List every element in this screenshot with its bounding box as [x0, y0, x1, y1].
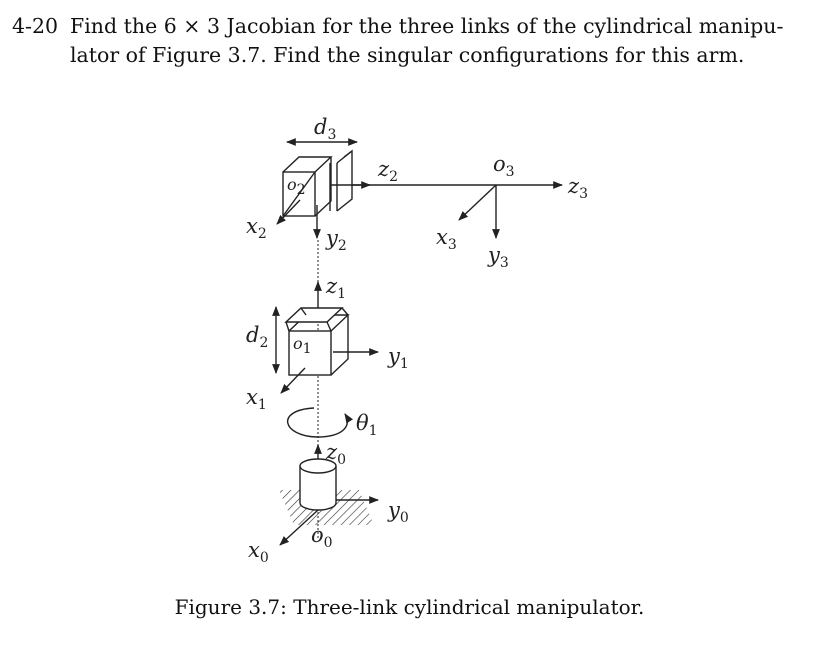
- theta1-rotation-arrow: [286, 407, 354, 438]
- label-y0: y0: [387, 498, 409, 526]
- label-z1: z1: [325, 274, 346, 302]
- label-z2: z2: [377, 157, 398, 185]
- label-d3: d3: [314, 115, 336, 143]
- label-y2: y2: [325, 226, 347, 254]
- link2-cube: [284, 307, 350, 376]
- label-z3: z3: [567, 174, 588, 202]
- label-x2: x2: [246, 214, 267, 242]
- label-o2: o2: [287, 175, 306, 198]
- label-d2: d2: [246, 323, 268, 351]
- problem-text-line-2: lator of Figure 3.7. Find the singular c…: [70, 43, 745, 67]
- x0-axis: [279, 509, 319, 546]
- figure-caption: Figure 3.7: Three-link cylindrical manip…: [174, 595, 645, 619]
- label-theta1: θ1: [356, 411, 378, 439]
- x2-axis: [276, 199, 301, 225]
- label-o1: o1: [293, 334, 312, 357]
- label-x1: x1: [246, 385, 267, 413]
- label-o0: o0: [311, 523, 333, 551]
- label-y3: y3: [487, 243, 509, 271]
- base-cylinder: [299, 458, 337, 511]
- label-x3: x3: [436, 225, 457, 253]
- problem-number: 4-20: [12, 14, 59, 38]
- label-o3: o3: [493, 152, 515, 180]
- label-x0: x0: [248, 538, 269, 566]
- x3-axis: [458, 184, 497, 221]
- link3-block: [282, 149, 353, 217]
- problem-text-line-1: Find the 6 × 3 Jacobian for the three li…: [70, 14, 784, 38]
- label-y1: y1: [387, 344, 409, 372]
- label-z0: z0: [325, 440, 346, 468]
- x1-axis: [280, 367, 306, 394]
